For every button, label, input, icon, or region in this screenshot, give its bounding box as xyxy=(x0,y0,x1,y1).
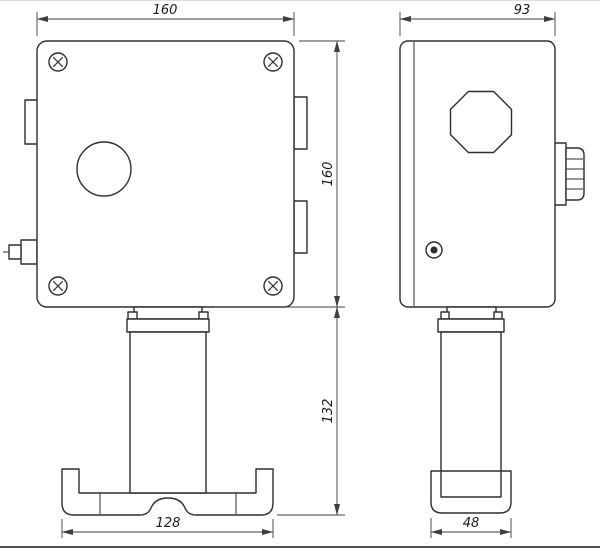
front-view xyxy=(3,40,308,516)
neck-nib-left-side xyxy=(440,311,450,320)
neck-upper-front xyxy=(133,306,203,320)
dim-side-base-width: 48 xyxy=(430,516,512,538)
dim-front-base-width: 128 xyxy=(61,516,274,538)
mounting-bracket-front xyxy=(61,468,274,516)
corner-screw xyxy=(263,276,283,296)
hinge-tab-left xyxy=(24,99,39,145)
neck-flange-side xyxy=(437,318,505,333)
corner-screw xyxy=(48,276,68,296)
enclosure-side-outline xyxy=(399,40,556,308)
mounting-column-front xyxy=(129,331,207,494)
dimension-value: 160 xyxy=(153,3,178,18)
gland-nut-octagon xyxy=(449,90,513,154)
dimension-value: 93 xyxy=(514,3,531,18)
cable-gland-nut xyxy=(8,244,22,260)
indicator-screw-center xyxy=(430,246,438,254)
dimension-value: 128 xyxy=(156,516,181,531)
front-opening-circle xyxy=(76,141,132,197)
dim-front-width: 160 xyxy=(36,3,295,36)
dimension-value: 160 xyxy=(321,162,336,187)
hinge-tab-right-bottom xyxy=(293,200,308,254)
enclosure-front-outline xyxy=(36,40,295,308)
mounting-bracket-side xyxy=(430,470,512,514)
indicator-screw xyxy=(425,241,443,259)
neck-upper-side xyxy=(446,306,497,320)
dimension-value: 48 xyxy=(463,516,480,531)
dim-bracket-height: 132 xyxy=(277,306,345,516)
hinge-tab-right-top xyxy=(293,96,308,150)
corner-screw xyxy=(48,52,68,72)
neck-nib-left-front xyxy=(127,311,138,320)
neck-nib-right-side xyxy=(493,311,503,320)
dimension-value: 132 xyxy=(321,399,336,424)
connector-cap xyxy=(565,147,585,201)
dim-front-height: 160 xyxy=(214,40,345,308)
side-view xyxy=(399,40,585,514)
mounting-column-side xyxy=(440,331,502,472)
neck-nib-right-front xyxy=(198,311,209,320)
corner-screw xyxy=(263,52,283,72)
neck-flange-front xyxy=(126,318,210,333)
dim-side-depth: 93 xyxy=(399,3,556,36)
cable-gland-body xyxy=(20,239,38,265)
